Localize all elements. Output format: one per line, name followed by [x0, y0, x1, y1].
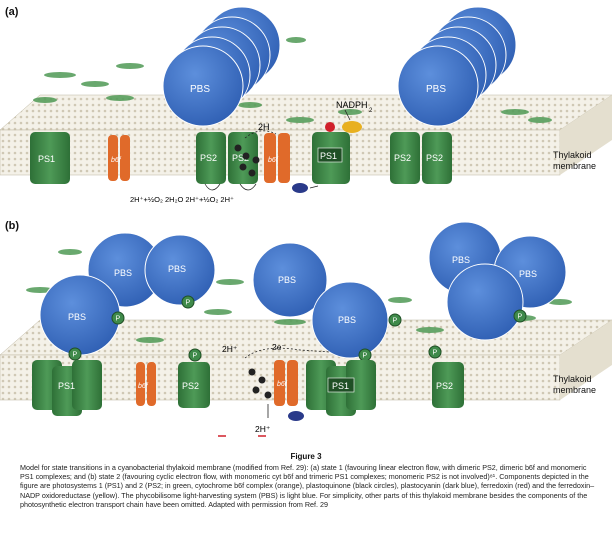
panel-b: PBS PBS PBS PBS PBS PBS PBS P P P	[0, 221, 612, 434]
b6f-b-mid	[274, 360, 298, 406]
pbs-stack-a-left	[162, 6, 281, 127]
ps1-a-left-label: PS1	[38, 154, 55, 164]
ps1-b-left-label: PS1	[58, 381, 75, 391]
ps1-b-mid-label: PS1	[332, 381, 349, 391]
h-top-a: 2H	[258, 122, 270, 132]
ps1-a-left	[30, 132, 70, 184]
plastocyanin-a	[292, 183, 308, 193]
b6f-a-mid-label: b6f	[268, 157, 279, 164]
b6f-b-mid-label: b6f	[277, 381, 288, 388]
ps2-a-3	[390, 132, 420, 184]
plastoquinone-a	[234, 144, 260, 177]
ps2-a-4	[422, 132, 452, 184]
b6f-a-mid	[264, 133, 290, 183]
ps2-a-1-label: PS2	[200, 153, 217, 163]
ps1-b-left-trimer	[32, 360, 102, 416]
membrane-surface-b	[26, 249, 572, 343]
ps1-b-mid-trimer	[306, 360, 376, 416]
water-arrows	[204, 183, 257, 191]
pbs-label-a2: PBS	[426, 84, 446, 95]
phospho-label-3: P	[186, 300, 191, 307]
ferredoxin-a	[325, 122, 335, 132]
phospho-label-2: P	[73, 352, 78, 359]
pbs-label-b3: PBS	[68, 312, 86, 322]
plastoquinone-b	[248, 368, 272, 399]
b6f-a-left	[108, 135, 130, 181]
panel-a-label: (a)	[5, 6, 19, 18]
plastocyanin-b	[288, 411, 304, 421]
ps2-b-left	[178, 362, 210, 408]
phospho-label-4: P	[193, 353, 198, 360]
pbs-label-b4: PBS	[278, 275, 296, 285]
ps2-a-1	[196, 132, 226, 184]
phospho-tags	[68, 295, 527, 362]
fnr-a	[342, 121, 362, 133]
b6f-b-left	[136, 362, 156, 406]
pbs-label-b5: PBS	[338, 315, 356, 325]
b6f-b-left-label: b6f	[138, 383, 149, 390]
nadph-sub: 2	[369, 108, 373, 114]
pc-arrow-a	[309, 185, 319, 189]
phospho-label-5: P	[363, 353, 368, 360]
h-arrow-a	[244, 130, 277, 139]
pbs-label-b6: PBS	[452, 255, 470, 265]
pbs-group-b-right	[428, 221, 567, 341]
b6f-a-left-label: b6f	[111, 157, 122, 164]
membrane-label-a: Thylakoid membrane	[553, 150, 597, 171]
phospho-label-6: P	[393, 318, 398, 325]
pbs-stack-a-right	[397, 6, 517, 127]
pbs-group-b-left	[39, 232, 216, 356]
panel-b-label: (b)	[5, 220, 20, 232]
h-top-b: 2H⁺	[222, 344, 238, 354]
phospho-label-1: P	[116, 316, 121, 323]
ps1-a-mid-label: PS1	[320, 151, 337, 161]
ps2-b-left-label: PS2	[182, 381, 199, 391]
ps2-b-right-label: PS2	[436, 381, 453, 391]
h-bottom-b: 2H⁺	[255, 424, 271, 434]
membrane-label-b: Thylakoid membrane	[553, 374, 597, 395]
ps2-a-2-label: PS2	[232, 153, 249, 163]
phospho-label-7: P	[433, 350, 438, 357]
pbs-group-b-mid	[252, 242, 389, 359]
electron-path-b	[244, 347, 331, 359]
diagram-svg: PBS PBS PS1 b6f PS2 PS2	[0, 6, 612, 437]
phospho-label-8: P	[518, 314, 523, 321]
membrane-a	[0, 94, 612, 176]
pbs-label-b7: PBS	[519, 269, 537, 279]
nadph-arrow	[344, 109, 351, 121]
caption-text: Model for state transitions in a cyanoba…	[20, 463, 595, 509]
nadph-label: NADPH	[336, 100, 368, 110]
caption-title: Figure 3	[290, 452, 322, 461]
ps2-b-right	[432, 362, 464, 408]
e-top-b: 2e⁻	[272, 342, 286, 352]
ps1-a-mid-box	[317, 147, 343, 163]
pbs-label-a1: PBS	[190, 84, 210, 95]
panel-a: PBS PBS PS1 b6f PS2 PS2	[0, 6, 612, 204]
ps2-a-3-label: PS2	[394, 153, 411, 163]
pbs-label-b1: PBS	[114, 268, 132, 278]
pbs-label-b2: PBS	[168, 264, 186, 274]
water-reaction: 2H⁺+½O₂ 2H₂O 2H⁺+½O₂ 2H⁺	[130, 195, 234, 204]
ps2-a-4-label: PS2	[426, 153, 443, 163]
